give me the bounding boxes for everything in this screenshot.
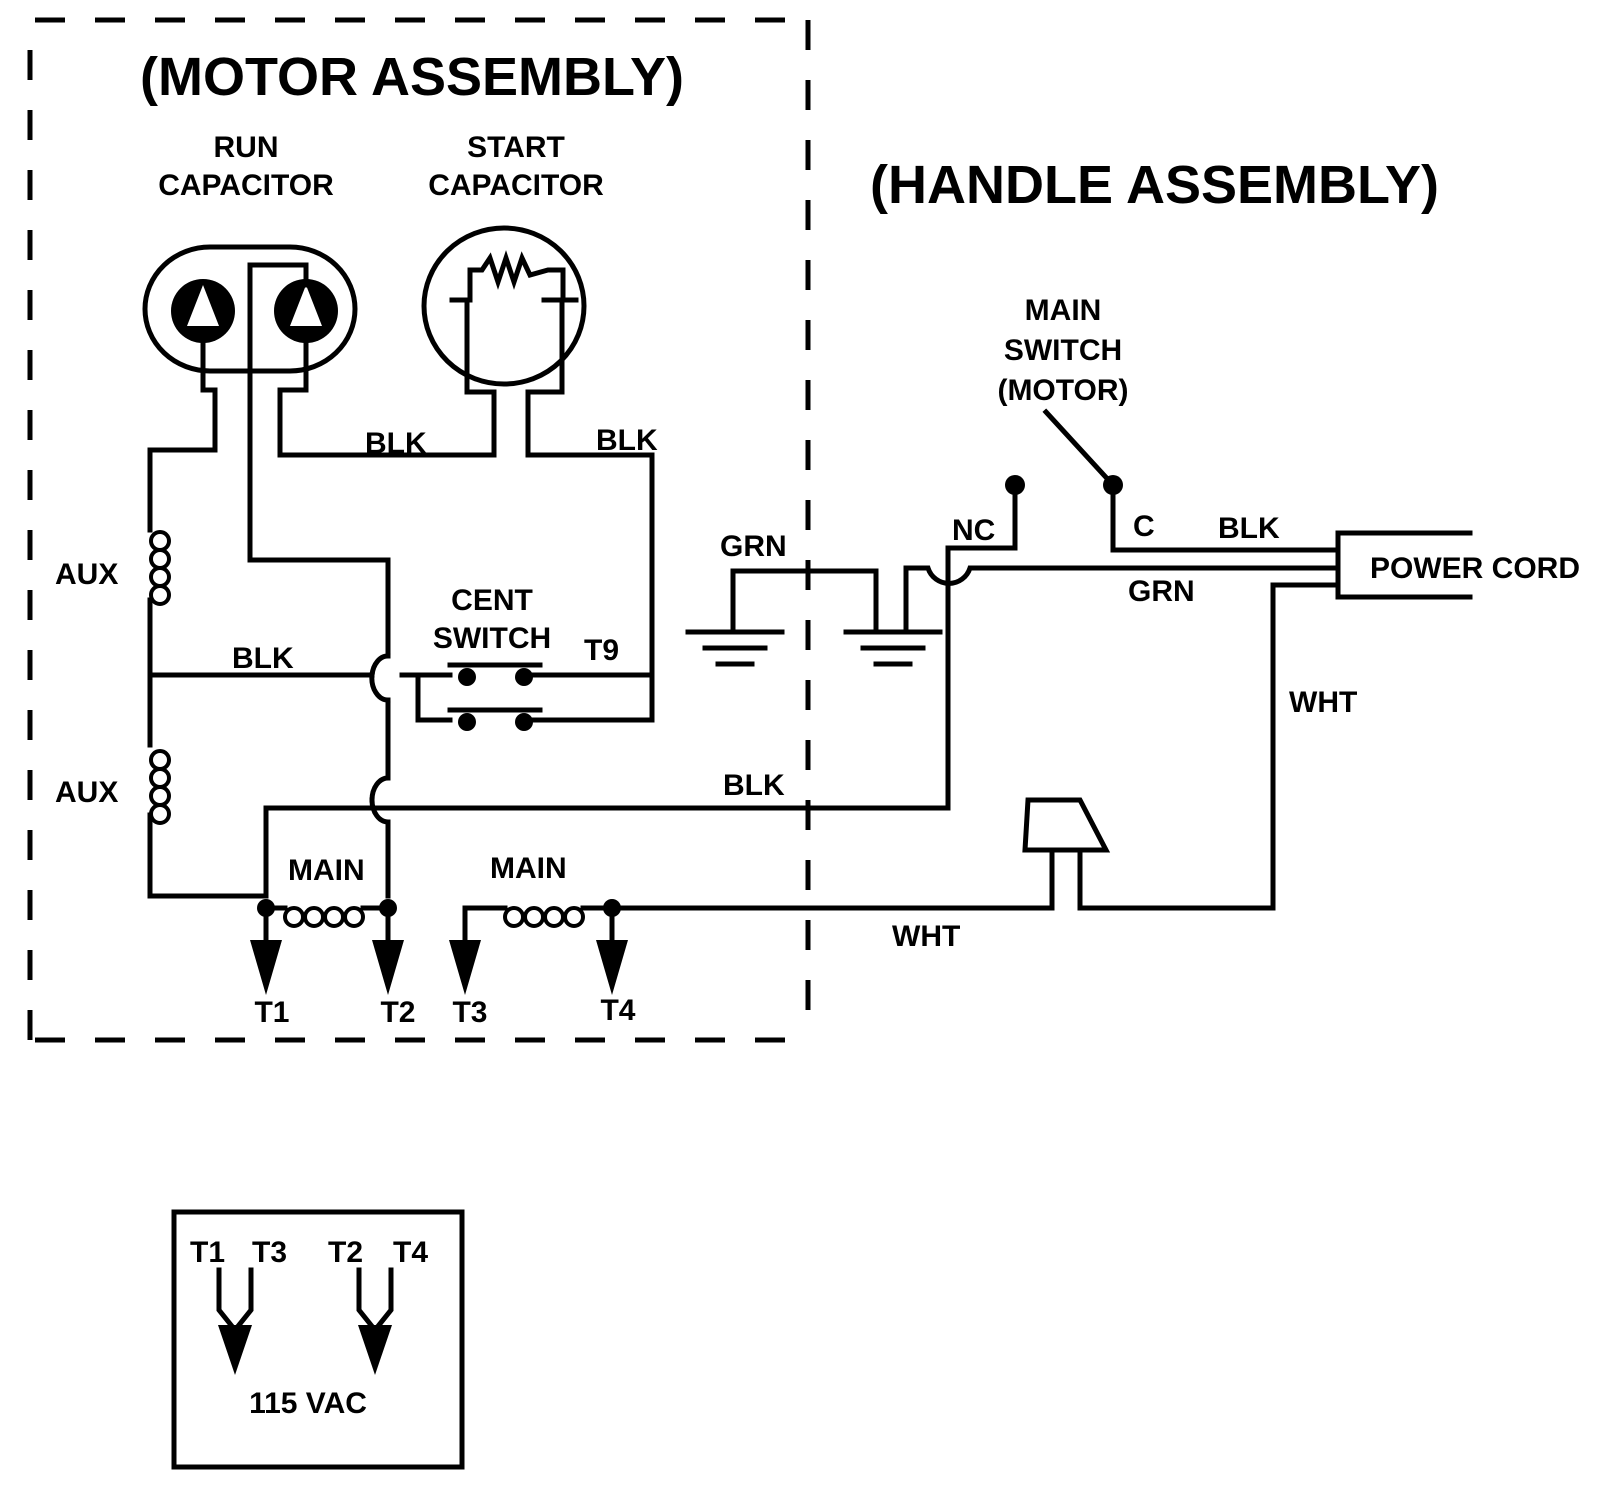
run-capacitor-label-1: RUN bbox=[214, 131, 279, 164]
main-switch-label-2: SWITCH bbox=[1004, 334, 1122, 367]
power-cord-label: POWER CORD bbox=[1370, 552, 1580, 585]
power-cord: POWER CORD bbox=[1335, 530, 1580, 600]
wht-cord-label: WHT bbox=[1289, 686, 1357, 719]
cent-switch-label-1: CENT bbox=[451, 584, 533, 617]
nc-label: NC bbox=[952, 514, 995, 547]
triangle-icon bbox=[290, 285, 322, 326]
motor-assembly-title: (MOTOR ASSEMBLY) bbox=[140, 47, 684, 107]
start-capacitor: START CAPACITOR bbox=[421, 131, 604, 458]
main-switch-label-1: MAIN bbox=[1025, 294, 1102, 327]
nc-contact-icon bbox=[1005, 475, 1025, 495]
box-t2-label: T2 bbox=[328, 1236, 363, 1269]
start-capacitor-label-1: START bbox=[467, 131, 565, 164]
voltage-label: 115 VAC bbox=[249, 1387, 367, 1420]
ground-wiring: GRN GRN bbox=[685, 530, 1341, 667]
handle-assembly-title: (HANDLE ASSEMBLY) bbox=[870, 155, 1439, 215]
run-capacitor-body bbox=[142, 244, 358, 374]
junction-arrow-icon bbox=[218, 1325, 252, 1375]
blk-label: BLK bbox=[232, 642, 294, 675]
start-capacitor-body bbox=[421, 225, 587, 387]
connector-icon bbox=[1022, 797, 1111, 853]
aux-winding-bottom: AUX bbox=[55, 749, 171, 825]
t1-label: T1 bbox=[254, 996, 289, 1029]
box-t1-label: T1 bbox=[190, 1236, 225, 1269]
wht-main-label: WHT bbox=[892, 920, 960, 953]
run-capacitor-label-2: CAPACITOR bbox=[158, 169, 334, 202]
wht-wiring: WHT WHT bbox=[609, 582, 1357, 953]
t4-label: T4 bbox=[600, 994, 635, 1027]
motor-wiring bbox=[147, 447, 1018, 899]
main-winding-right: MAIN T3 T4 bbox=[449, 852, 636, 1029]
box-t3-label: T3 bbox=[252, 1236, 287, 1269]
t9-label: T9 bbox=[584, 634, 619, 667]
blk-label: BLK bbox=[723, 769, 785, 802]
main-switch: MAIN SWITCH (MOTOR) NC C BLK bbox=[952, 294, 1341, 553]
start-capacitor-label-2: CAPACITOR bbox=[428, 169, 604, 202]
aux-label-top: AUX bbox=[55, 558, 118, 591]
t4-arrow-icon bbox=[596, 940, 628, 995]
t3-label: T3 bbox=[452, 996, 487, 1029]
blk-label: BLK bbox=[596, 424, 658, 457]
t2-arrow-icon bbox=[372, 940, 404, 995]
run-capacitor: RUN CAPACITOR bbox=[142, 131, 358, 458]
t3-arrow-icon bbox=[449, 940, 481, 995]
triangle-icon bbox=[187, 285, 219, 326]
blk-label: BLK bbox=[365, 427, 427, 460]
cent-switch: CENT SWITCH T9 bbox=[399, 584, 655, 731]
t1-arrow-icon bbox=[250, 940, 282, 995]
box-t4-label: T4 bbox=[393, 1236, 428, 1269]
c-label: C bbox=[1133, 510, 1155, 543]
cent-switch-label-2: SWITCH bbox=[433, 622, 551, 655]
aux-label-bottom: AUX bbox=[55, 776, 118, 809]
t2-label: T2 bbox=[380, 996, 415, 1029]
resistor-icon bbox=[467, 250, 566, 303]
blk-cord-label: BLK bbox=[1218, 512, 1280, 545]
aux-winding-top: AUX bbox=[55, 530, 171, 606]
junction-arrow-icon bbox=[358, 1325, 392, 1375]
main-winding-left: MAIN T1 T2 bbox=[250, 854, 416, 1029]
motor-assembly-boundary bbox=[27, 17, 811, 1043]
main-label-right: MAIN bbox=[490, 852, 567, 885]
main-label-left: MAIN bbox=[288, 854, 365, 887]
voltage-connection-box: T1 T3 T2 T4 115 VAC bbox=[171, 1209, 465, 1470]
main-switch-label-3: (MOTOR) bbox=[997, 374, 1128, 407]
grn-cord-label: GRN bbox=[1128, 575, 1195, 608]
grn-ground-label: GRN bbox=[720, 530, 787, 563]
